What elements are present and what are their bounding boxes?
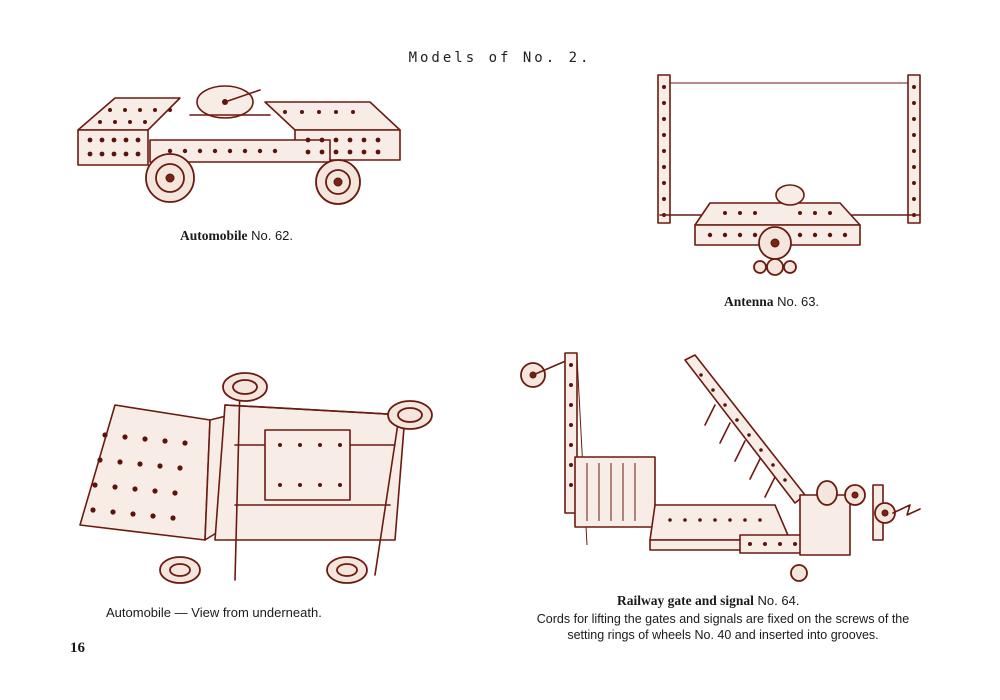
automobile-62-caption: Automobile No. 62. [180,228,293,244]
railway-gate-signal-64-illustration [520,352,921,582]
page-number: 16 [70,640,85,656]
automobile-62-caption-number: No. 62. [247,228,294,243]
page-title: Models of No. 2. [408,50,592,66]
railway-64-caption-name: Railway gate and signal [617,593,754,608]
automobile-underneath-illustration [79,372,433,584]
automobile-62-caption-name: Automobile [180,228,248,243]
antenna-63-caption: Antenna No. 63. [724,294,819,310]
automobile-underneath-caption: Automobile — View from underneath. [106,605,322,620]
railway-64-caption: Railway gate and signal No. 64. [617,593,799,609]
railway-64-description: Cords for lifting the gates and signals … [536,612,910,642]
railway-64-caption-number: No. 64. [753,593,800,608]
automobile-62-illustration [77,85,401,205]
antenna-63-caption-name: Antenna [724,294,774,309]
antenna-63-caption-number: No. 63. [773,294,820,309]
antenna-63-illustration [657,74,921,276]
